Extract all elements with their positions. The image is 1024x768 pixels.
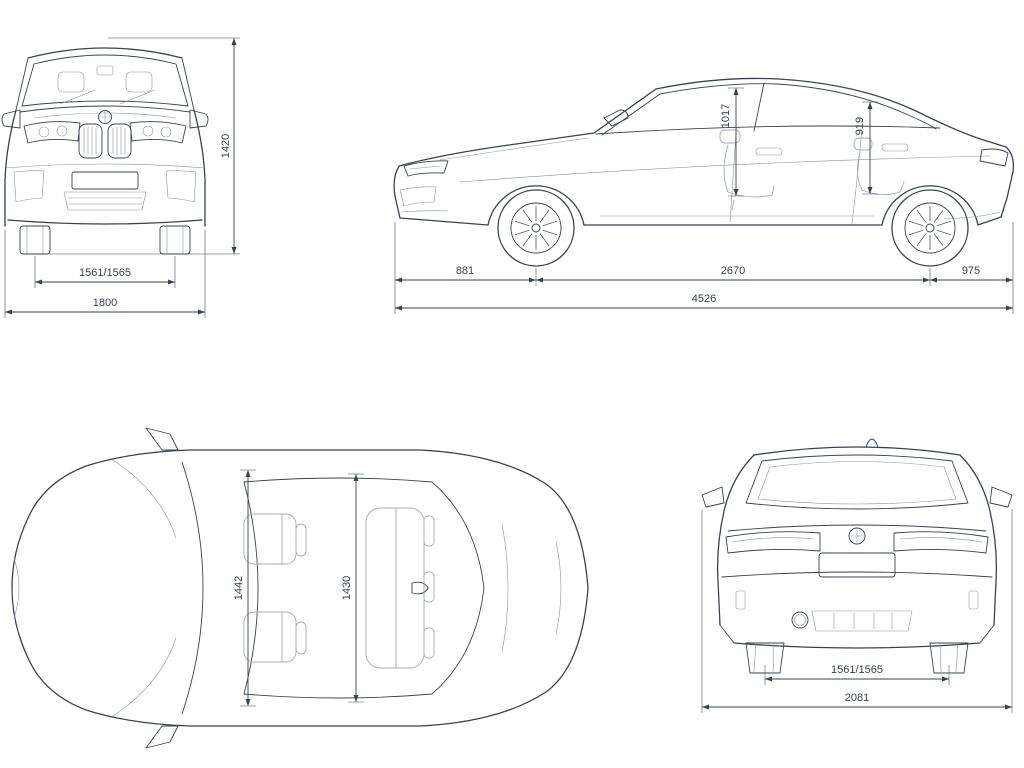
taillight-right xyxy=(893,531,989,554)
length-label: 4526 xyxy=(692,293,716,305)
top-view: 1442 1430 xyxy=(11,427,589,749)
dimension-front-track: 1561/1565 xyxy=(34,256,176,288)
mirror-top xyxy=(145,427,179,451)
taillight-side xyxy=(979,148,1009,167)
front-interior-width-label: 1442 xyxy=(233,576,245,600)
tire-left-rear xyxy=(745,642,785,674)
door-handle-front xyxy=(755,147,783,156)
mirror-left xyxy=(1,109,21,129)
front-overhang-label: 881 xyxy=(456,265,474,277)
front-bumper-intake xyxy=(399,186,437,207)
rear-width-label: 2081 xyxy=(845,692,869,704)
mirror-bottom xyxy=(145,725,179,749)
headrest-left xyxy=(57,71,85,93)
side-view: 1017 919 881 2670 975 4526 xyxy=(393,77,1014,314)
rear-view: 1561/1565 2081 xyxy=(701,438,1013,713)
dimension-front-interior-width: 1442 xyxy=(233,469,256,707)
wheel-front xyxy=(497,189,575,267)
beltline xyxy=(595,125,941,135)
side-mirror xyxy=(603,109,629,127)
roof-edges xyxy=(243,477,433,699)
rear-track-label: 1561/1565 xyxy=(831,664,883,676)
rear-window xyxy=(745,454,969,510)
rear-car-body xyxy=(701,438,1013,674)
kidney-grille xyxy=(78,123,132,159)
dimension-overhangs-wheelbase: 881 2670 975 xyxy=(394,222,1014,314)
front-width-label: 1800 xyxy=(93,297,117,309)
rearview-mirror xyxy=(96,65,114,76)
mirror-right-rear xyxy=(989,486,1013,508)
hood-lines xyxy=(109,457,177,719)
rear-interior-width-label: 1430 xyxy=(341,576,353,600)
door-seams xyxy=(729,127,863,225)
character-line xyxy=(459,155,991,183)
bmw-roundel-icon xyxy=(98,110,112,124)
door-handle-rear xyxy=(881,143,909,152)
tire-left xyxy=(19,225,51,255)
headlight-right xyxy=(129,121,187,144)
rear-seat xyxy=(853,137,905,195)
top-view-panel: 1442 1430 xyxy=(0,420,600,760)
side-view-panel: 1017 919 881 2670 975 4526 xyxy=(384,14,1024,344)
wheel-rear xyxy=(891,189,969,267)
front-view: 1420 1561/1565 1800 xyxy=(1,37,240,318)
intake-center xyxy=(63,191,147,211)
intake-left xyxy=(13,170,45,203)
wipers xyxy=(59,89,156,105)
front-headroom-label: 1017 xyxy=(720,104,732,128)
wheelbase-label: 2670 xyxy=(721,265,745,277)
intake-right xyxy=(165,170,197,203)
dimension-rear-headroom: 919 xyxy=(854,101,878,195)
headrest-right xyxy=(125,71,153,93)
rear-overhang-label: 975 xyxy=(962,265,980,277)
side-car-body xyxy=(393,77,1014,267)
top-car-body xyxy=(11,427,589,749)
b-pillar xyxy=(753,82,765,132)
dimension-rear-track: 1561/1565 xyxy=(764,664,950,685)
tire-right-rear xyxy=(929,642,969,674)
dimension-length: 4526 xyxy=(395,293,1013,311)
rear-headroom-label: 919 xyxy=(854,117,866,135)
front-seats-plan xyxy=(243,513,307,663)
front-height-label: 1420 xyxy=(220,134,232,158)
tire-right xyxy=(159,225,191,255)
front-track-label: 1561/1565 xyxy=(79,267,131,279)
dimension-rear-interior-width: 1430 xyxy=(341,473,364,703)
cowl-line xyxy=(181,461,204,715)
taillight-left xyxy=(725,531,821,554)
trunk-lines xyxy=(501,523,562,653)
bmw-roundel-rear-icon xyxy=(848,527,866,545)
rear-glass xyxy=(431,481,485,695)
front-seat xyxy=(719,129,775,211)
dimension-front-height: 1420 xyxy=(50,37,240,255)
fin-antenna-rear xyxy=(865,438,879,448)
license-plate xyxy=(71,171,139,190)
front-car-body xyxy=(1,47,209,255)
dimension-rear-width: 2081 xyxy=(701,509,1013,713)
mirror-right xyxy=(189,109,209,129)
license-plate-rear xyxy=(818,552,896,578)
headlight-left xyxy=(23,121,81,144)
front-view-panel: 1420 1561/1565 1800 xyxy=(0,20,250,350)
windshield xyxy=(21,54,189,107)
reflector-left xyxy=(735,590,746,610)
mirror-left-rear xyxy=(701,486,725,508)
exhaust xyxy=(791,611,809,629)
rear-bench-plan xyxy=(365,507,435,669)
fin-antenna xyxy=(411,581,429,595)
rear-view-panel: 1561/1565 2081 xyxy=(690,415,1024,760)
diffuser xyxy=(811,610,913,632)
dimension-front-headroom: 1017 xyxy=(720,87,744,197)
headlight-side xyxy=(403,160,449,177)
reflector-right xyxy=(968,590,979,610)
dimension-front-width: 1800 xyxy=(4,230,206,318)
trunk-line xyxy=(727,524,987,532)
window-top xyxy=(659,83,907,115)
